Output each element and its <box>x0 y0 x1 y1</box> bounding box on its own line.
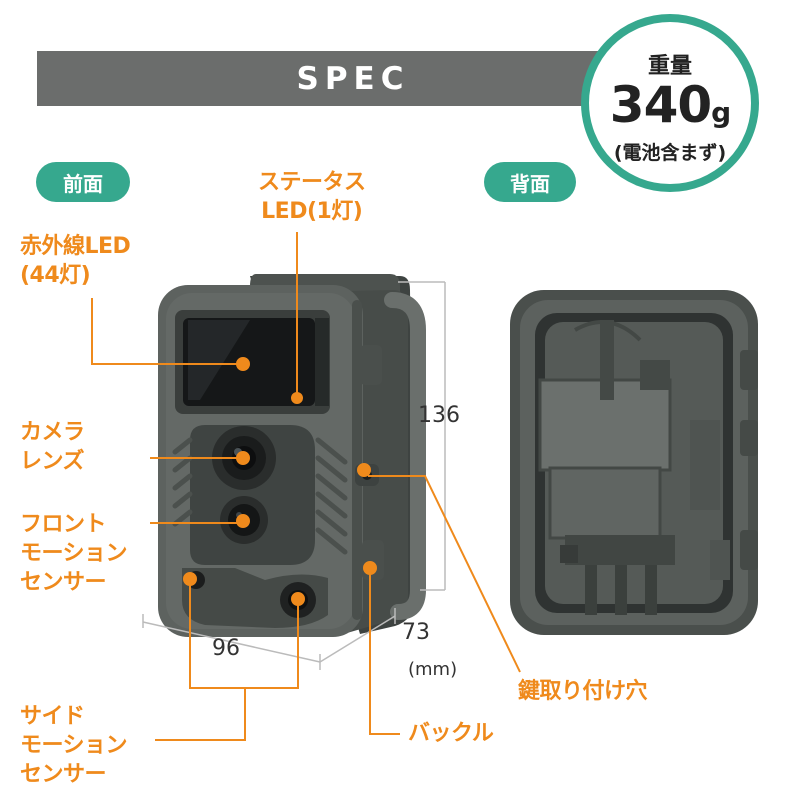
weight-label: 重量 <box>647 54 692 79</box>
dimension-width: 96 <box>212 636 240 661</box>
weight-value: 340 <box>609 76 712 134</box>
dimension-depth: 73 <box>402 620 430 645</box>
back-camera <box>510 290 758 635</box>
weight-badge: 重量 340g (電池含まず) <box>581 14 759 192</box>
callout-lens: カメラ レンズ <box>20 420 85 474</box>
callout-front-sensor: フロント モーション センサー <box>20 512 128 595</box>
spec-header-bar: SPEC <box>37 51 669 106</box>
dimension-lines <box>142 281 446 670</box>
weight-note: (電池含まず) <box>613 142 727 164</box>
weight-unit: g <box>711 96 731 129</box>
back-view-label: 背面 <box>484 162 576 202</box>
callout-side-sensor: サイド モーション センサー <box>20 704 128 787</box>
dimension-height: 136 <box>418 403 460 428</box>
dimension-unit: (mm) <box>408 659 458 680</box>
weight-value-line: 340g <box>589 76 751 134</box>
front-camera <box>158 274 426 637</box>
callout-buckle: バックル <box>408 721 494 746</box>
callout-status-led: ステータス LED(1灯) <box>258 170 366 224</box>
callout-ir-led: 赤外線LED (44灯) <box>20 234 131 288</box>
callout-lines <box>91 232 521 741</box>
spec-title: SPEC <box>296 60 410 97</box>
front-view-label: 前面 <box>36 162 130 202</box>
callout-key-hole: 鍵取り付け穴 <box>518 679 648 704</box>
